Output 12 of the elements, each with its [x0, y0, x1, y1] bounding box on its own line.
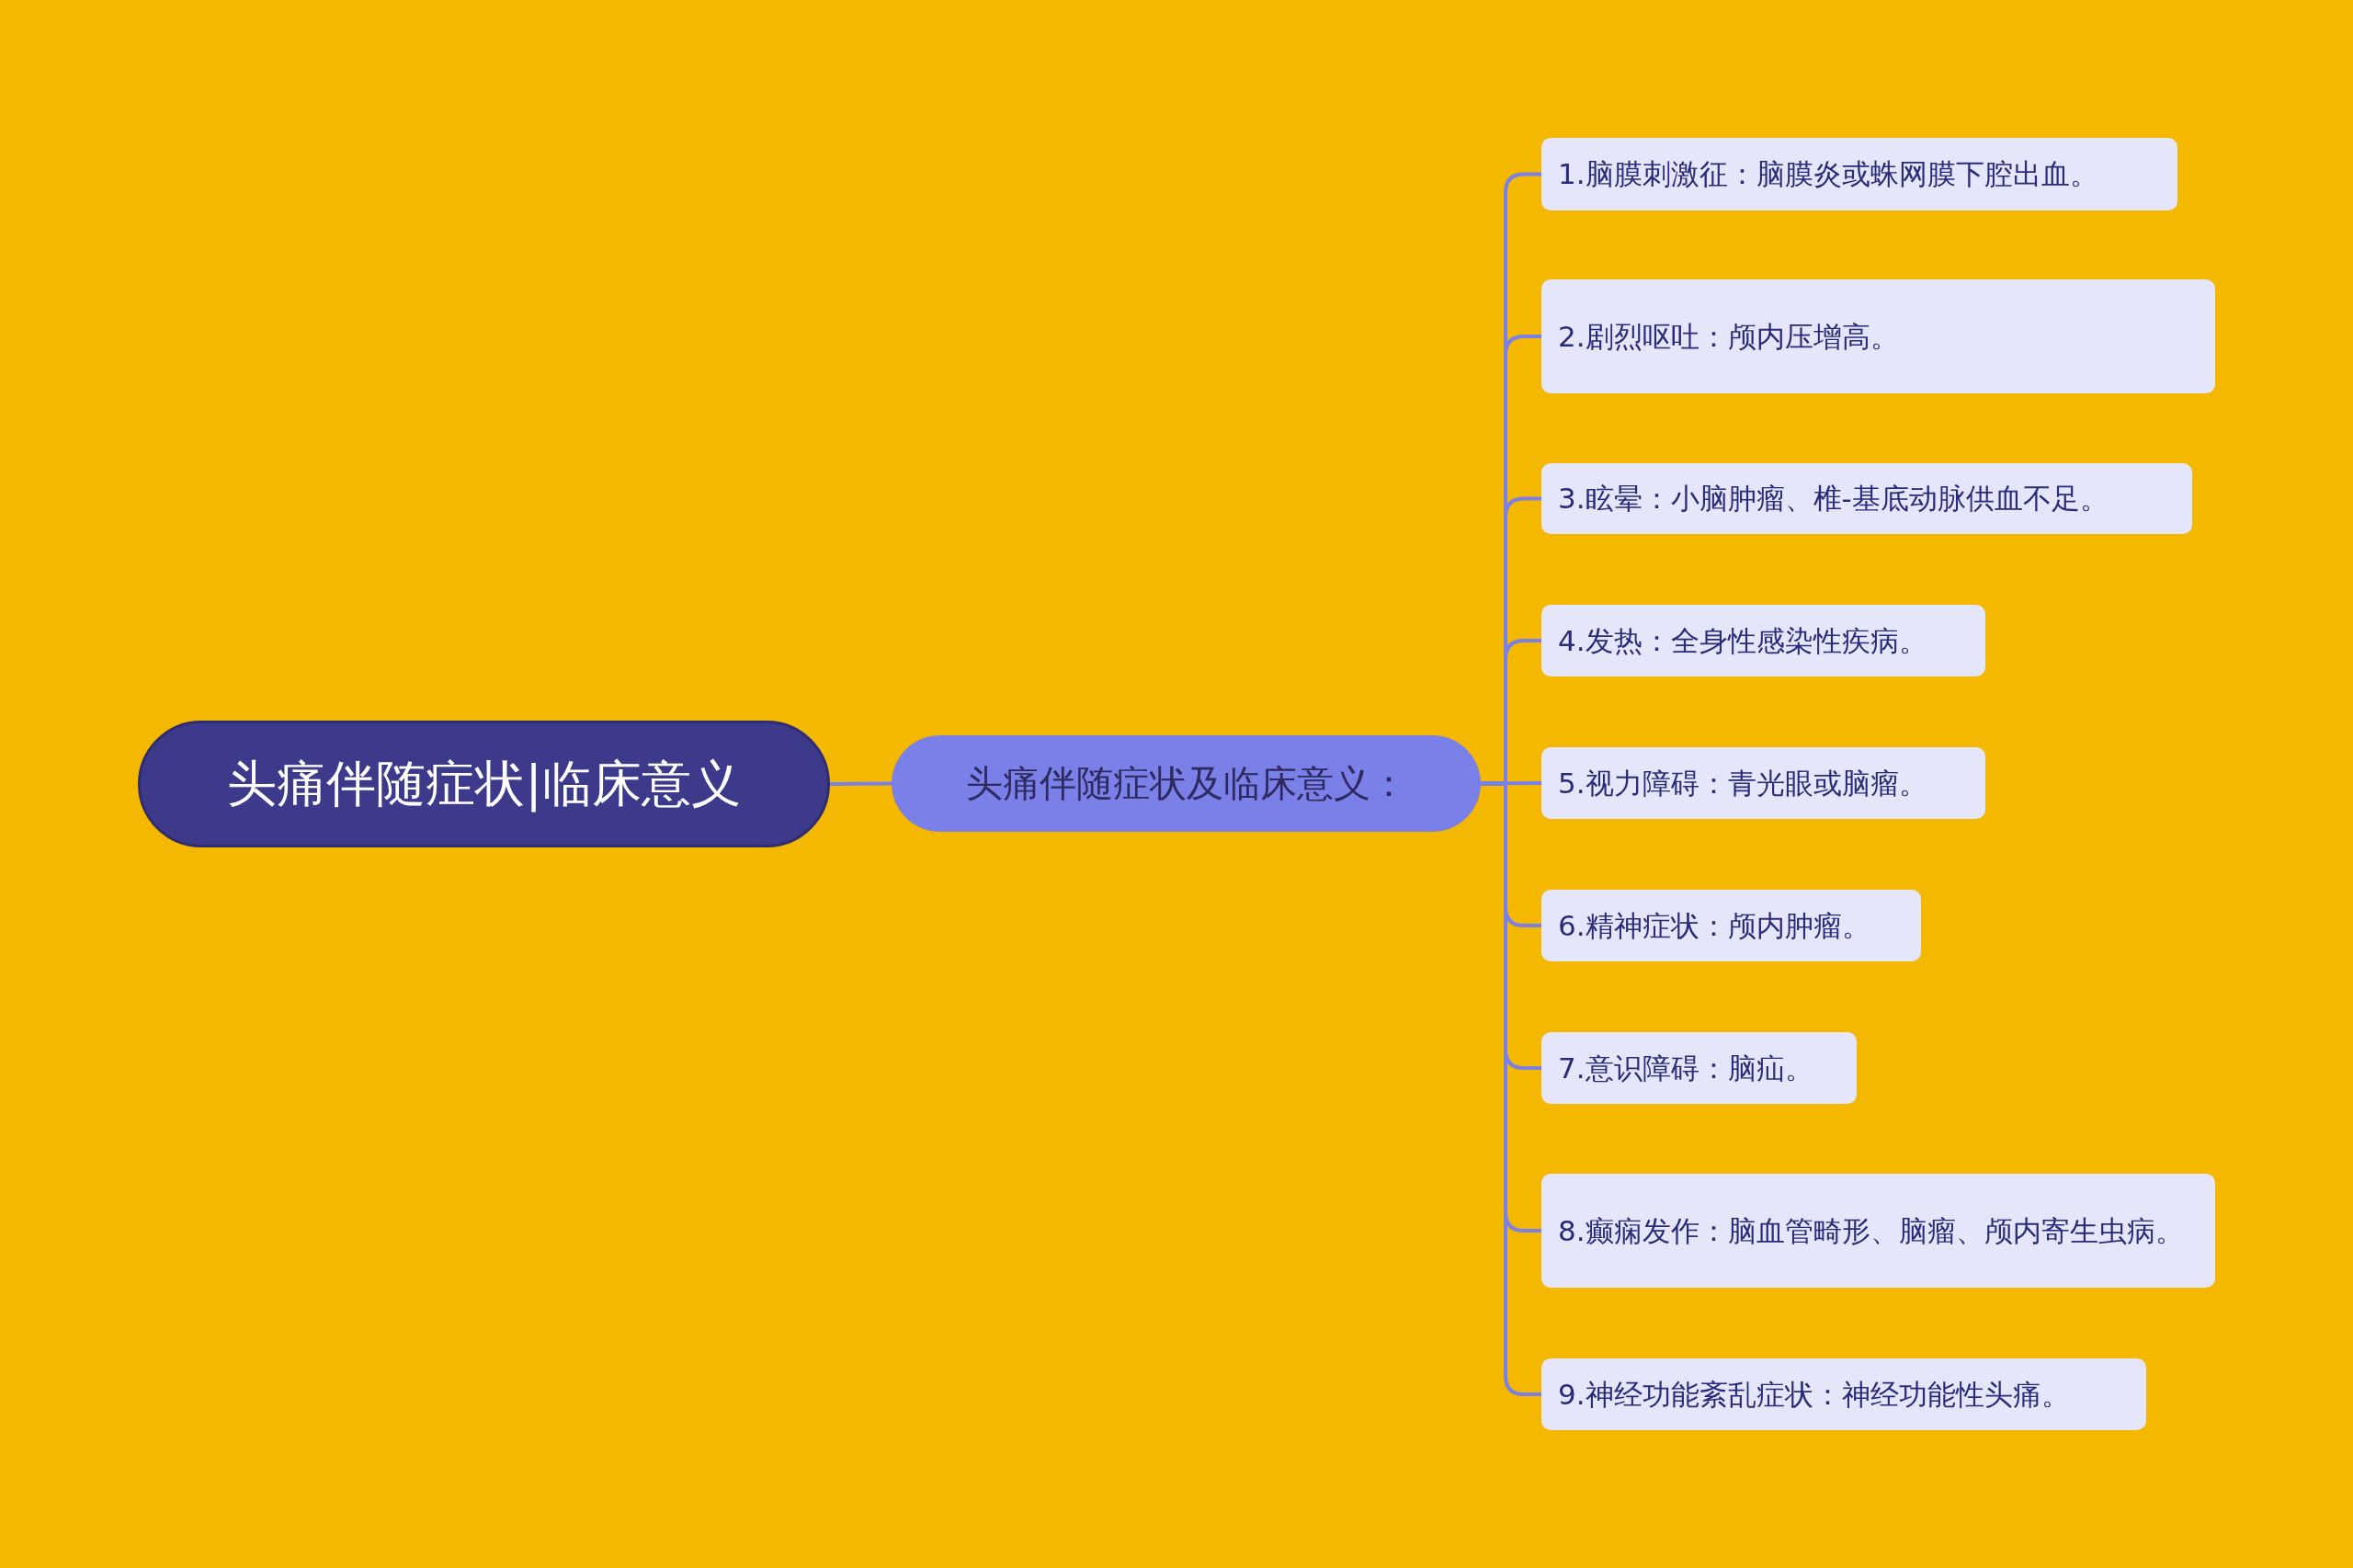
- leaf-topic: 8.癫痫发作：脑血管畸形、脑瘤、颅内寄生虫病。: [1541, 1174, 2215, 1288]
- leaf-topic: 6.精神症状：颅内肿瘤。: [1541, 890, 1921, 961]
- leaf-topic: 2.剧烈呕吐：颅内压增高。: [1541, 279, 2215, 393]
- leaf-topic: 5.视力障碍：青光眼或脑瘤。: [1541, 747, 1985, 819]
- connector: [830, 781, 892, 786]
- leaf-topic: 3.眩晕：小脑肿瘤、椎-基底动脉供血不足。: [1541, 463, 2192, 534]
- leaf-topic: 1.脑膜刺激征：脑膜炎或蛛网膜下腔出血。: [1541, 138, 2177, 210]
- leaf-topic: 7.意识障碍：脑疝。: [1541, 1032, 1857, 1104]
- root-topic: 头痛伴随症状|临床意义: [138, 721, 830, 847]
- leaf-topic: 9.神经功能紊乱症状：神经功能性头痛。: [1541, 1358, 2146, 1430]
- leaf-topic: 4.发热：全身性感染性疾病。: [1541, 605, 1985, 676]
- branch-topic: 头痛伴随症状及临床意义：: [892, 735, 1481, 832]
